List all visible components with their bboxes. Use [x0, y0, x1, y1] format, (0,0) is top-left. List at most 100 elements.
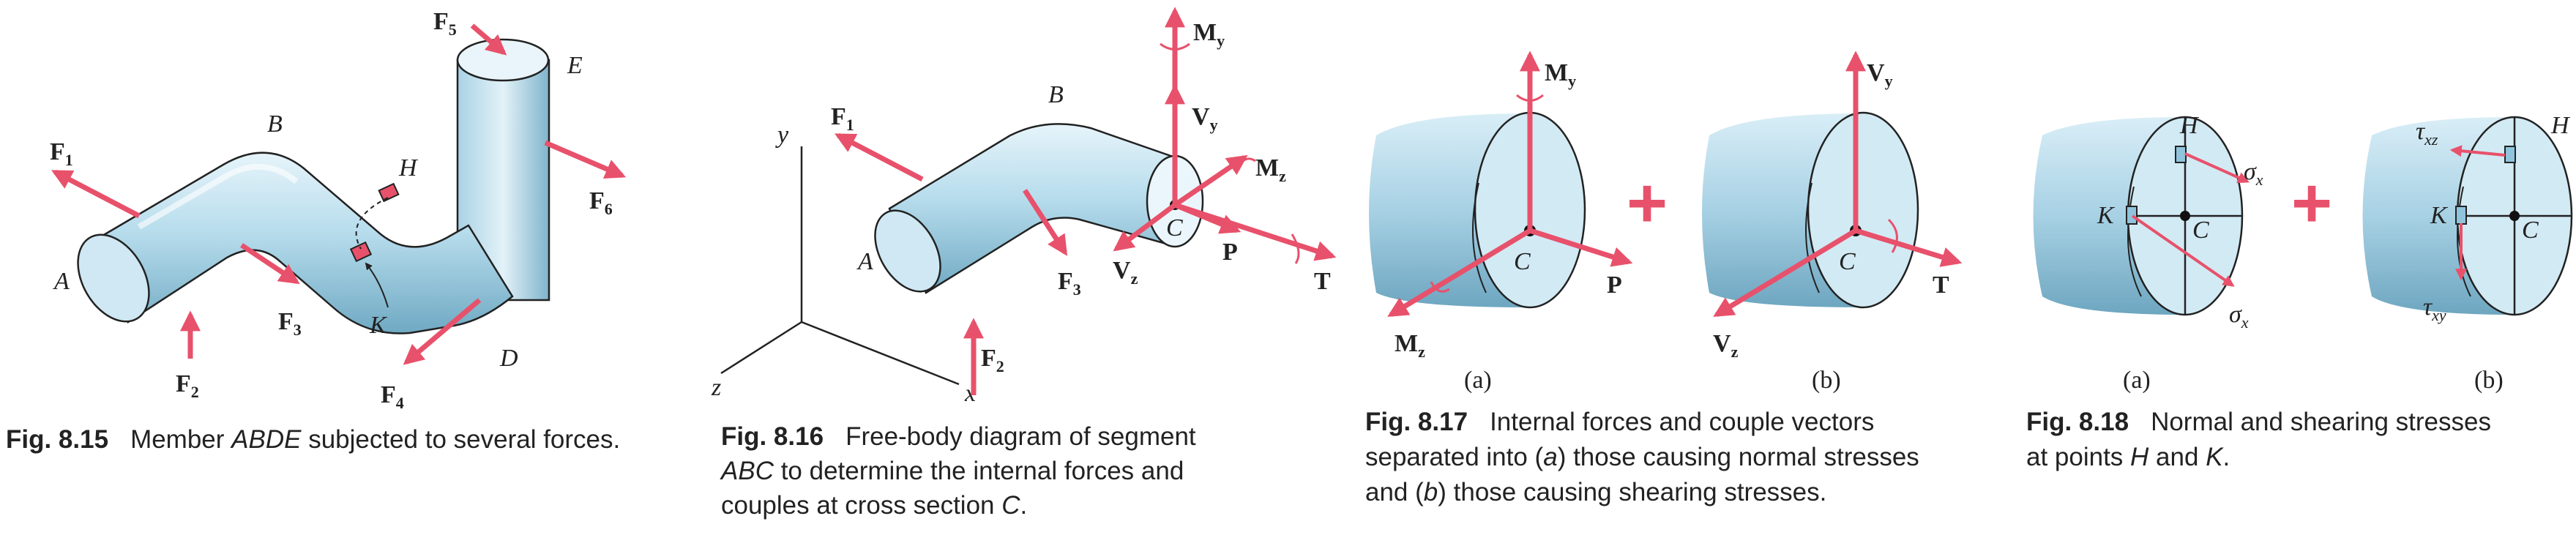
- force-f3-label: F3: [278, 308, 302, 339]
- force-vz-arrow: [1113, 203, 1177, 252]
- fig817-b-cylinder: [1702, 111, 1919, 309]
- figure-8-18: H K C σx σx (a) + H K C τxz τxy (b) Fig.…: [2026, 112, 2573, 471]
- tag-a: (a): [1464, 367, 1492, 394]
- sigma-x-k-arrow: [2131, 214, 2235, 287]
- element-h: [378, 182, 400, 203]
- force-p-label: P: [1607, 272, 1622, 299]
- fig817-b-vectors: [1713, 50, 1963, 317]
- label-c: C: [1514, 248, 1531, 275]
- label-h: H: [2550, 112, 2571, 139]
- element-h: [2504, 146, 2516, 163]
- moment-my-label: My: [1545, 59, 1576, 90]
- force-vz-arrow: [1713, 228, 1857, 317]
- torque-t-arrow: [1854, 228, 1963, 267]
- label-c: C: [1166, 214, 1183, 242]
- force-f1-label: F1: [831, 103, 854, 134]
- fig817-a-cylinder: [1369, 111, 1586, 309]
- label-b: B: [1048, 81, 1064, 108]
- axes-816: [720, 146, 960, 386]
- label-k: K: [2097, 202, 2116, 229]
- label-a: A: [856, 248, 873, 275]
- force-f4-label: F4: [381, 381, 404, 412]
- member-abde-pipe: [77, 38, 550, 334]
- fig818-a-cylinder: [2033, 116, 2244, 316]
- end-e-face: [456, 38, 550, 82]
- label-k: K: [369, 312, 388, 339]
- force-f3-arrow: [240, 243, 300, 285]
- force-f5-label: F5: [433, 8, 457, 39]
- label-d: D: [499, 345, 518, 372]
- element-k: [349, 241, 373, 263]
- sigma-x-h-label: σx: [2244, 158, 2263, 189]
- fig818-b-cylinder: [2362, 116, 2573, 316]
- fig817-a-vectors: [1387, 50, 1633, 317]
- moment-mz-arrow: [1387, 228, 1531, 317]
- force-f1-arrow: [51, 169, 141, 219]
- plus-sign: +: [2291, 164, 2332, 242]
- moment-mz-label: Mz: [1395, 330, 1425, 361]
- tau-xy-label: τxy: [2423, 293, 2446, 324]
- caption-8-17-line2: separated into (a) those causing normal …: [1365, 443, 1919, 471]
- caption-8-17-line3: and (b) those causing shearing stresses.: [1365, 478, 1826, 506]
- caption-8-18-line2: at points H and K.: [2026, 443, 2230, 471]
- segment-abc-pipe: [874, 123, 1204, 294]
- torque-t-arrow: [1173, 202, 1337, 261]
- tag-b: (b): [2474, 367, 2504, 394]
- moment-my-label: My: [1193, 19, 1225, 50]
- plus-sign: +: [1627, 164, 1668, 242]
- force-f2-label: F2: [981, 345, 1004, 375]
- force-f1-label: F1: [50, 138, 73, 169]
- fig818-a-stresses: [2131, 152, 2250, 287]
- force-p-arrow: [1528, 228, 1633, 267]
- label-h: H: [398, 154, 419, 182]
- force-f4-arrow: [403, 298, 482, 365]
- force-f6-label: F6: [589, 187, 613, 218]
- force-f3-label: F3: [1058, 268, 1081, 299]
- torque-t-label: T: [1933, 272, 1949, 299]
- label-h: H: [2179, 112, 2200, 139]
- caption-8-16-line3: couples at cross section C.: [721, 491, 1027, 520]
- label-k: K: [2430, 202, 2449, 229]
- tau-xz-arrow: [2449, 145, 2506, 157]
- element-h: [2175, 146, 2187, 163]
- tag-b: (b): [1812, 367, 1841, 394]
- force-vy-label: Vy: [1867, 59, 1893, 90]
- force-p-label: P: [1222, 239, 1238, 266]
- figure-8-16: y x z A B C F1 F2 F3 My Vy: [711, 7, 1337, 520]
- label-c: C: [2192, 217, 2209, 244]
- element-k: [2455, 206, 2467, 225]
- label-b: B: [267, 111, 283, 138]
- fig818-b-stresses: [2449, 145, 2506, 281]
- force-f5-arrow: [470, 23, 507, 56]
- sigma-x-h-arrow: [2184, 152, 2250, 184]
- tau-xz-label: τxz: [2416, 118, 2438, 149]
- label-c: C: [2522, 217, 2539, 244]
- force-vz-label: Vz: [1113, 257, 1138, 288]
- force-f3-arrow: [1023, 189, 1068, 256]
- label-a: A: [53, 268, 70, 295]
- moment-mz-label: Mz: [1255, 154, 1286, 185]
- axis-y-label: y: [775, 121, 789, 149]
- force-vy-label: Vy: [1192, 103, 1218, 134]
- label-e: E: [567, 52, 583, 79]
- torque-t-label: T: [1314, 268, 1331, 295]
- force-f1-arrow: [835, 132, 924, 182]
- axis-z-label: z: [711, 374, 721, 401]
- caption-8-16-line2: ABC to determine the internal forces and: [720, 457, 1184, 485]
- sigma-x-k-label: σx: [2229, 301, 2249, 332]
- moment-mz-arrow: [1173, 154, 1248, 207]
- force-f2-label: F2: [176, 370, 199, 401]
- label-c: C: [1839, 248, 1856, 275]
- forces-815: [51, 23, 627, 365]
- force-vz-label: Vz: [1713, 330, 1739, 361]
- vectors-816: [835, 7, 1337, 395]
- tag-a: (a): [2123, 367, 2151, 394]
- force-f6-arrow: [544, 140, 627, 179]
